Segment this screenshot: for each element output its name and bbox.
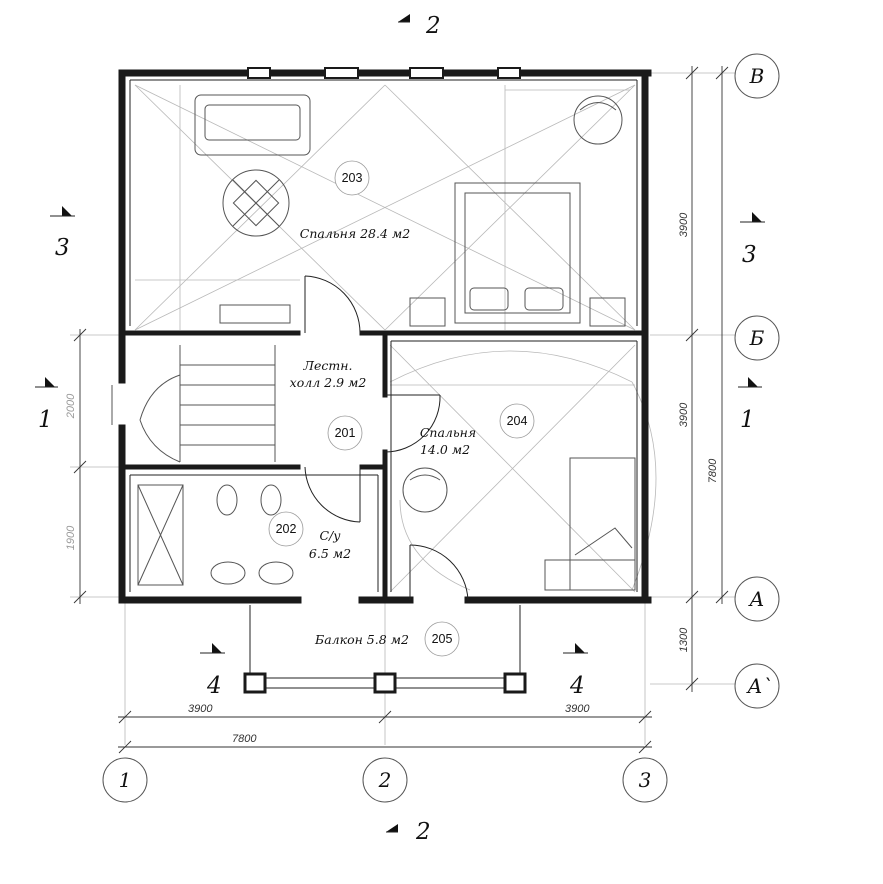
axis-bubbles: 1 2 3 В Б А А` (102, 53, 780, 803)
dim-bottom-left: 3900 (188, 703, 213, 715)
axis-label-2: 2 (378, 768, 392, 792)
dim-left-stair: 2000 (65, 393, 77, 419)
room-name-202-line2: 6.5 м2 (309, 546, 351, 561)
room-name-201-line2: холл 2.9 м2 (290, 375, 367, 390)
room-tag-203: 203 (342, 171, 363, 185)
section-arrow-left-upper (62, 206, 72, 216)
room-name-204-line2: 14.0 м2 (420, 442, 470, 457)
balcony (243, 605, 527, 694)
axis-label-a-prime: А` (745, 674, 772, 698)
section-label-balcony-right: 4 (569, 673, 585, 699)
axis-label-3: 3 (639, 768, 652, 792)
section-arrow-right-upper (752, 212, 762, 222)
section-label-balcony-left: 4 (206, 673, 222, 699)
right-dimensions: 3900 3900 7800 1300 (678, 66, 729, 692)
dim-left-bath: 1900 (65, 525, 77, 550)
section-arrow-balcony-left (212, 643, 222, 653)
room-name-201-line1: Лестн. (303, 358, 353, 373)
dim-right-lower: 3900 (678, 402, 690, 427)
room-name-205: Балкон 5.8 м2 (314, 632, 409, 647)
room-tag-204: 204 (507, 414, 528, 428)
room-tag-202: 202 (276, 522, 297, 536)
room-name-202-line1: С/у (319, 528, 341, 543)
bedroom-203-decor (134, 84, 636, 331)
section-label-bottom: 2 (415, 819, 431, 845)
dim-right-upper: 3900 (678, 212, 690, 237)
section-label-right-upper: 3 (742, 242, 757, 268)
staircase (111, 345, 276, 463)
axis-label-a: А (747, 587, 764, 611)
section-label-left-middle: 1 (38, 407, 53, 433)
room-tag-201: 201 (335, 426, 356, 440)
section-arrow-right-middle (748, 377, 758, 387)
section-marks: 2 2 3 3 1 1 4 4 (35, 13, 765, 845)
room-name-203: Спальня 28.4 м2 (300, 226, 410, 241)
bedroom-203-furniture (194, 94, 626, 327)
doors (304, 275, 469, 601)
bedroom-204-furniture (402, 457, 636, 591)
room-tag-205: 205 (432, 632, 453, 646)
section-arrow-bottom (386, 824, 398, 832)
section-label-right-middle: 1 (740, 407, 755, 433)
section-label-left-upper: 3 (55, 235, 70, 261)
section-arrow-left-middle (45, 377, 55, 387)
bottom-dimensions: 3900 3900 7800 (118, 703, 652, 754)
bathroom-202-fixtures (137, 484, 294, 586)
section-arrow-top (398, 14, 410, 22)
axis-label-1: 1 (119, 768, 132, 792)
left-dimensions: 2000 1900 (65, 328, 87, 604)
axis-label-b: Б (749, 326, 765, 350)
section-arrow-balcony-right (575, 643, 585, 653)
section-label-top: 2 (425, 13, 441, 39)
walls (118, 69, 652, 604)
interior-walls (119, 79, 648, 603)
dim-bottom-total: 7800 (232, 733, 257, 745)
room-labels: 203 Спальня 28.4 м2 Лестн. холл 2.9 м2 2… (268, 160, 535, 657)
room-name-204-line1: Спальня (420, 425, 476, 440)
dim-right-balcony: 1300 (678, 627, 690, 652)
axis-label-v: В (749, 64, 765, 88)
top-windows (247, 67, 521, 79)
dim-bottom-right: 3900 (565, 703, 590, 715)
dim-right-total: 7800 (707, 458, 719, 483)
